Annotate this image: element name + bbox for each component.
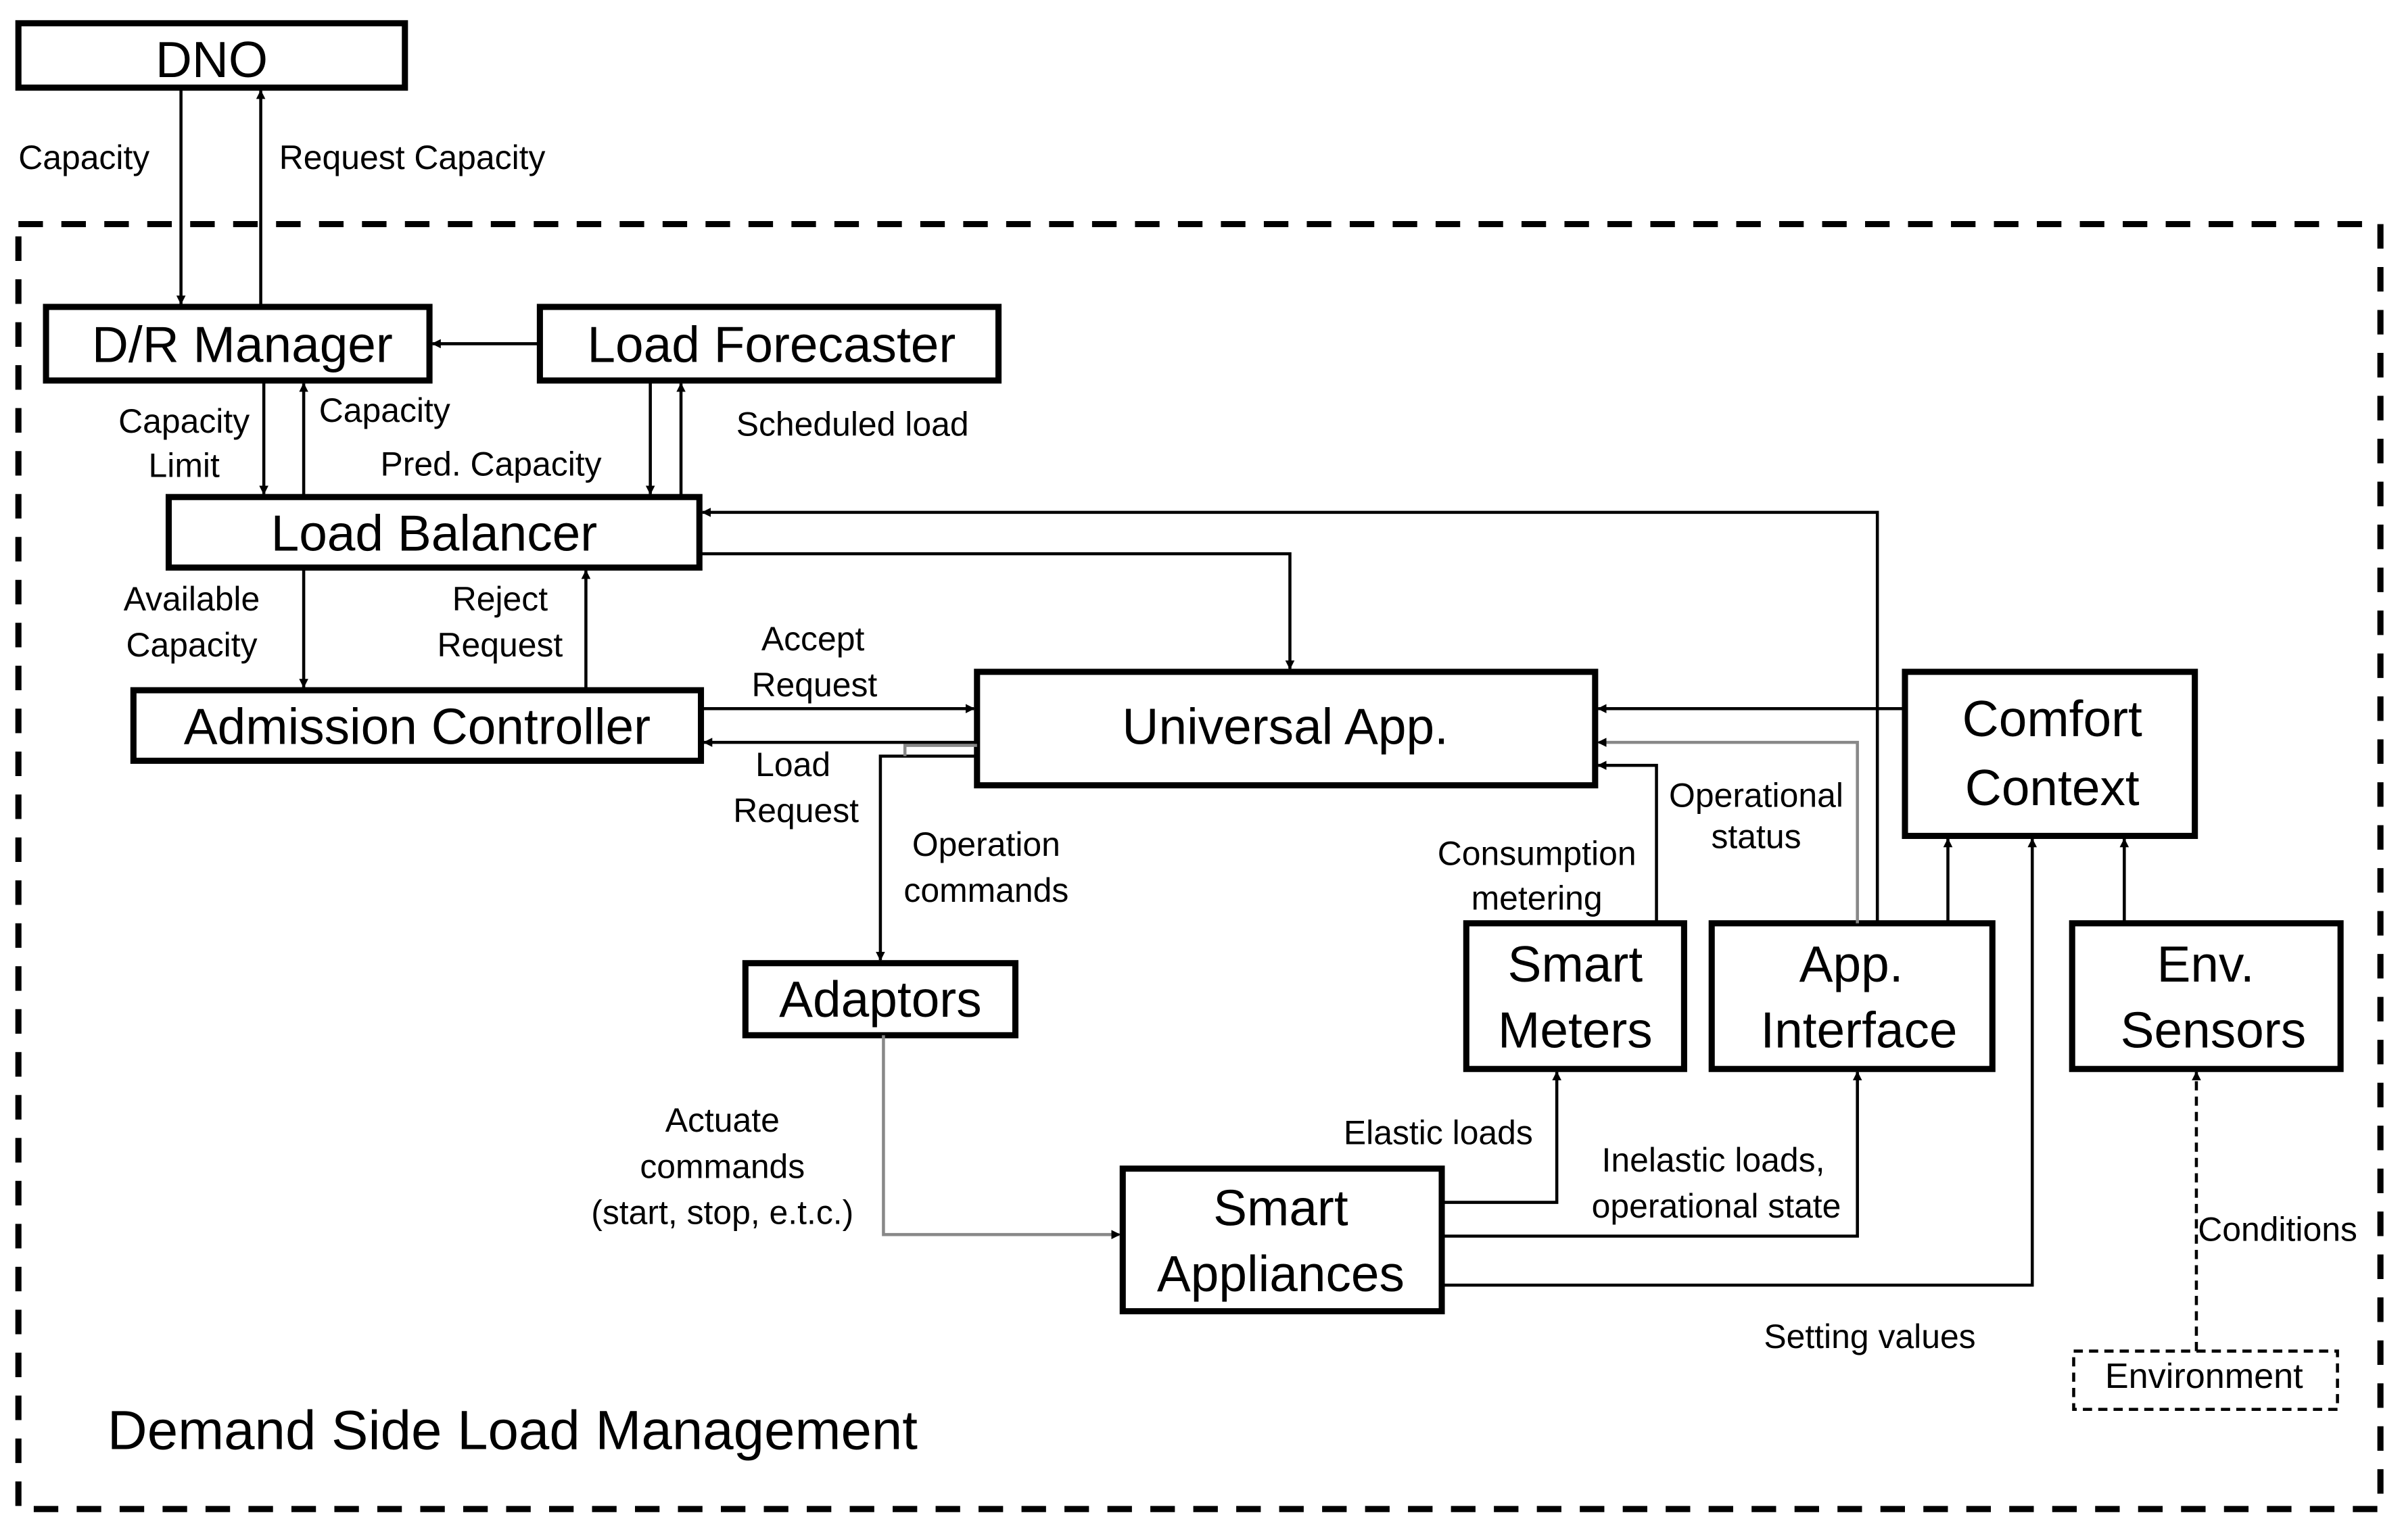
container-label: Demand Side Load Management: [108, 1400, 918, 1462]
node-dno: DNO: [15, 20, 408, 91]
node-env-sensors: Env. Sensors: [2069, 920, 2344, 1072]
label-reject-request-1: Reject: [452, 580, 548, 618]
edge-operation-commands: [876, 754, 977, 961]
svg-text:Env.: Env.: [2157, 936, 2254, 992]
label-operation-commands-2: commands: [903, 871, 1068, 909]
label-conditions: Conditions: [2198, 1210, 2357, 1248]
svg-text:Appliances: Appliances: [1157, 1245, 1405, 1302]
edge-lb-to-universal: [699, 552, 1295, 670]
svg-text:Smart: Smart: [1213, 1180, 1348, 1236]
edge-actuate-commands: [882, 1035, 1121, 1239]
node-app-interface: App. Interface: [1708, 920, 1996, 1072]
edge-elastic-loads: [1442, 1071, 1561, 1204]
label-reject-request-2: Request: [438, 626, 563, 664]
label-scheduled-load: Scheduled load: [736, 406, 969, 443]
svg-text:App.: App.: [1799, 936, 1904, 992]
label-actuate-commands-1: Actuate: [665, 1101, 780, 1139]
edge-universal-aux: [903, 744, 977, 756]
label-capacity-limit-1: Capacity: [118, 402, 250, 440]
label-capacity-up: Capacity: [319, 391, 450, 429]
label-operation-commands-1: Operation: [912, 825, 1060, 863]
svg-text:Comfort: Comfort: [1962, 690, 2142, 747]
svg-text:Smart: Smart: [1508, 936, 1643, 992]
edge-meters-to-universal: [1597, 761, 1658, 923]
edge-appinterface-to-lb: [701, 508, 1879, 923]
node-admission-controller: Admission Controller: [130, 687, 705, 764]
node-load-forecaster: Load Forecaster: [536, 304, 1002, 384]
node-environment: Environment: [2072, 1349, 2339, 1412]
node-smart-appliances: Smart Appliances: [1119, 1165, 1445, 1315]
node-comfort-context: Comfort Context: [1902, 669, 2198, 840]
label-consumption-metering-2: metering: [1471, 879, 1603, 917]
edge-appinterface-to-universal: [1597, 738, 1859, 923]
label-capacity: Capacity: [18, 139, 149, 176]
svg-text:Admission Controller: Admission Controller: [184, 698, 651, 754]
svg-text:Interface: Interface: [1760, 1001, 1957, 1058]
node-adaptors: Adaptors: [742, 960, 1019, 1038]
svg-text:Sensors: Sensors: [2121, 1001, 2307, 1058]
dslm-container: [15, 220, 2384, 1512]
connectors: [176, 87, 2201, 1351]
label-operational-status-2: status: [1711, 818, 1801, 856]
label-inelastic-loads-2: operational state: [1592, 1187, 1841, 1225]
label-available-capacity-1: Available: [124, 580, 260, 618]
label-request-capacity: Request Capacity: [279, 139, 546, 176]
label-setting-values: Setting values: [1764, 1318, 1975, 1355]
label-capacity-limit-2: Limit: [149, 447, 220, 485]
label-operational-status-1: Operational: [1669, 776, 1843, 814]
edge-setting-values: [1442, 838, 2038, 1287]
svg-text:Universal App.: Universal App.: [1122, 698, 1448, 754]
label-actuate-commands-2: commands: [640, 1147, 805, 1185]
label-elastic-loads: Elastic loads: [1344, 1113, 1533, 1151]
node-load-balancer: Load Balancer: [165, 494, 703, 571]
label-load-request-2: Request: [733, 792, 859, 829]
label-actuate-commands-3: (start, stop, e.t.c.): [591, 1193, 853, 1231]
label-inelastic-loads-1: Inelastic loads,: [1602, 1141, 1825, 1179]
svg-text:Meters: Meters: [1498, 1001, 1653, 1058]
label-available-capacity-2: Capacity: [126, 626, 257, 664]
svg-text:DNO: DNO: [156, 31, 268, 88]
label-pred-capacity: Pred. Capacity: [380, 445, 601, 483]
node-smart-meters: Smart Meters: [1463, 920, 1687, 1072]
label-load-request-1: Load: [755, 746, 830, 784]
edge-inelastic-loads: [1442, 1071, 1862, 1238]
label-accept-request-1: Accept: [761, 620, 865, 658]
svg-text:Context: Context: [1965, 759, 2140, 816]
svg-text:Environment: Environment: [2105, 1357, 2303, 1396]
svg-text:Adaptors: Adaptors: [779, 971, 982, 1028]
svg-text:Load Balancer: Load Balancer: [271, 505, 598, 562]
node-dr-manager: D/R Manager: [43, 304, 433, 384]
node-universal-app: Universal App.: [974, 669, 1599, 789]
svg-text:Load Forecaster: Load Forecaster: [587, 316, 956, 373]
svg-text:D/R Manager: D/R Manager: [92, 316, 393, 373]
label-accept-request-2: Request: [751, 666, 877, 704]
label-consumption-metering-1: Consumption: [1438, 835, 1636, 873]
